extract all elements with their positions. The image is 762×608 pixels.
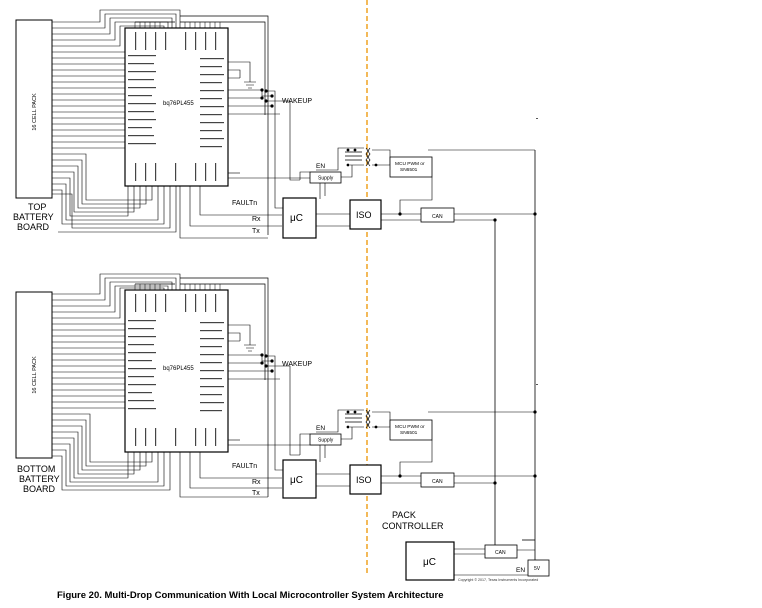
bottom-cell-pack-label: 16 CELL PACK — [32, 356, 38, 394]
figure-caption: Figure 20. Multi-Drop Communication With… — [57, 590, 444, 601]
top-chip-name: bq76PL455 — [163, 101, 194, 107]
pack-5v-block — [527, 559, 550, 577]
pack-can-block — [484, 544, 518, 559]
bottom-mcu-pwm-line2: SN6501 — [400, 430, 418, 436]
pack-controller: PACK CONTROLLER μC CAN 5V EN — [382, 150, 550, 581]
top-tx-label: Tx — [252, 228, 260, 235]
bottom-rx-label: Rx — [252, 479, 261, 486]
bottom-iso-label: ISO — [356, 475, 372, 485]
top-mcu-pwm-line1: MCU PWM or — [395, 161, 425, 167]
pack-can-label: CAN — [495, 550, 506, 556]
bottom-board-label-2: BATTERY — [19, 474, 60, 484]
bottom-board: 16 CELL PACK — [15, 273, 537, 499]
top-right-wires — [179, 61, 321, 239]
copyright-notice: Copyright © 2017, Texas Instruments Inco… — [458, 578, 539, 582]
top-chip-bus-2 — [180, 15, 269, 235]
can-bus-lines — [494, 150, 536, 560]
bottom-iso-can-wires — [381, 411, 535, 484]
top-cell-pack — [15, 19, 53, 199]
bottom-supply-block — [309, 433, 342, 446]
bottom-board-label-1: BOTTOM — [17, 464, 55, 474]
top-cell-pack-label: 16 CELL PACK — [32, 93, 38, 131]
pack-controller-label-1: PACK — [392, 510, 416, 520]
top-junctions — [260, 88, 274, 108]
top-mcu-pwm-block — [389, 156, 433, 178]
top-transformer — [345, 147, 371, 167]
top-mcu-pwm-line2: SN6501 — [400, 167, 418, 173]
bottom-supply-label: Supply — [318, 438, 334, 444]
top-can-label: CAN — [432, 214, 443, 220]
bottom-chip-bus-2 — [180, 277, 269, 497]
pack-en-label: EN — [516, 567, 525, 574]
top-uc-label: μC — [290, 213, 303, 224]
bottom-right-wires — [179, 324, 321, 498]
bottom-en-label: EN — [316, 425, 325, 432]
top-rx-label: Rx — [252, 216, 261, 223]
bottom-can-label: CAN — [432, 479, 443, 485]
bottom-chip-pin-text — [128, 294, 224, 446]
top-supply-wires — [299, 147, 391, 227]
top-board-label-2: BATTERY — [13, 212, 54, 222]
top-chip-pins — [134, 22, 221, 28]
bottom-junctions — [260, 353, 274, 373]
top-wakeup-label: WAKEUP — [282, 98, 312, 105]
top-faultn-label: FAULTn — [232, 200, 257, 207]
pack-wires — [454, 548, 535, 576]
bottom-wakeup-label: WAKEUP — [282, 361, 312, 368]
bottom-chip-name: bq76PL455 — [163, 366, 194, 372]
top-pack-wires — [52, 9, 181, 233]
top-supply-label: Supply — [318, 176, 334, 182]
bottom-mcu-pwm-block — [389, 419, 433, 441]
top-uc-block — [282, 197, 317, 239]
top-iso-can-wires — [381, 149, 535, 221]
top-board-label-1: TOP — [28, 202, 46, 212]
pack-5v-label: 5V — [534, 566, 541, 572]
bottom-chip-bus — [135, 283, 266, 380]
bottom-uc-label: μC — [290, 475, 303, 486]
pack-uc-label: μC — [423, 557, 436, 568]
top-iso-label: ISO — [356, 210, 372, 220]
pack-uc-block — [405, 541, 455, 581]
bottom-uc-block — [282, 459, 317, 499]
bottom-cell-pack — [15, 291, 53, 459]
bottom-pack-wires — [52, 273, 181, 491]
top-transformer-dots — [346, 148, 378, 167]
bottom-board-label-3: BOARD — [23, 484, 56, 494]
pack-controller-label-2: CONTROLLER — [382, 521, 444, 531]
top-iso-block — [349, 199, 382, 230]
bottom-iso-block — [349, 464, 382, 495]
bottom-tx-label: Tx — [252, 490, 260, 497]
top-supply-block — [309, 171, 342, 184]
top-chip-bus — [135, 21, 266, 115]
bottom-faultn-label: FAULTn — [232, 463, 257, 470]
top-can-block — [420, 207, 455, 223]
bottom-transformer — [345, 409, 371, 429]
top-board-label-3: BOARD — [17, 222, 50, 232]
stray-marks — [536, 118, 538, 385]
top-chip-pin-text — [128, 32, 224, 181]
bottom-can-block — [420, 472, 455, 488]
bottom-chip-pins — [134, 284, 221, 290]
top-board: 16 CELL PACK — [13, 9, 537, 239]
bottom-transformer-dots — [346, 410, 378, 429]
top-en-label: EN — [316, 163, 325, 170]
bottom-mcu-pwm-line1: MCU PWM or — [395, 424, 425, 430]
